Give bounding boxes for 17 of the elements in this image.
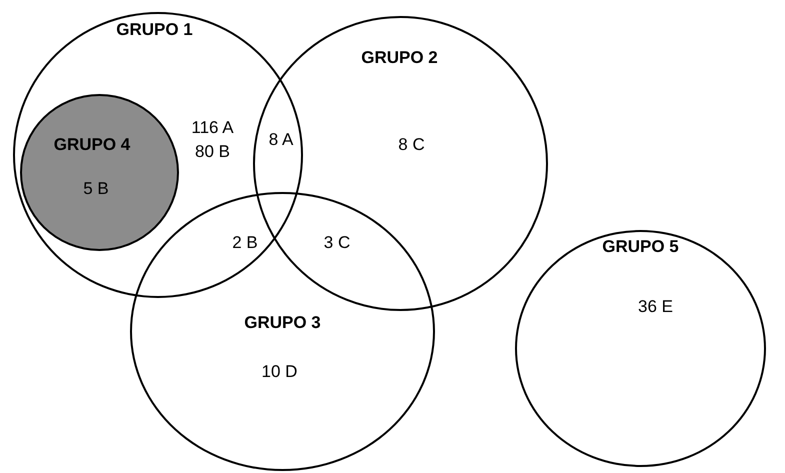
count-label: 2 B (232, 233, 258, 253)
group-label: GRUPO 2 (361, 48, 438, 68)
count-label: 10 D (262, 362, 298, 382)
group-label: GRUPO 5 (602, 236, 679, 256)
count-label: 80 B (195, 142, 230, 162)
venn-circle (130, 192, 435, 471)
count-label: 8 A (268, 130, 294, 150)
count-label: 3 C (324, 233, 350, 253)
count-label: 5 B (83, 179, 109, 199)
group-label: GRUPO 3 (244, 312, 321, 332)
venn-circle (13, 12, 303, 298)
group-label: GRUPO 1 (116, 20, 193, 40)
venn-circle (515, 230, 766, 467)
count-label: 8 C (398, 134, 425, 154)
group-label: GRUPO 4 (54, 135, 130, 155)
count-label: 36 E (638, 296, 673, 316)
count-label: 116 A (191, 118, 234, 138)
